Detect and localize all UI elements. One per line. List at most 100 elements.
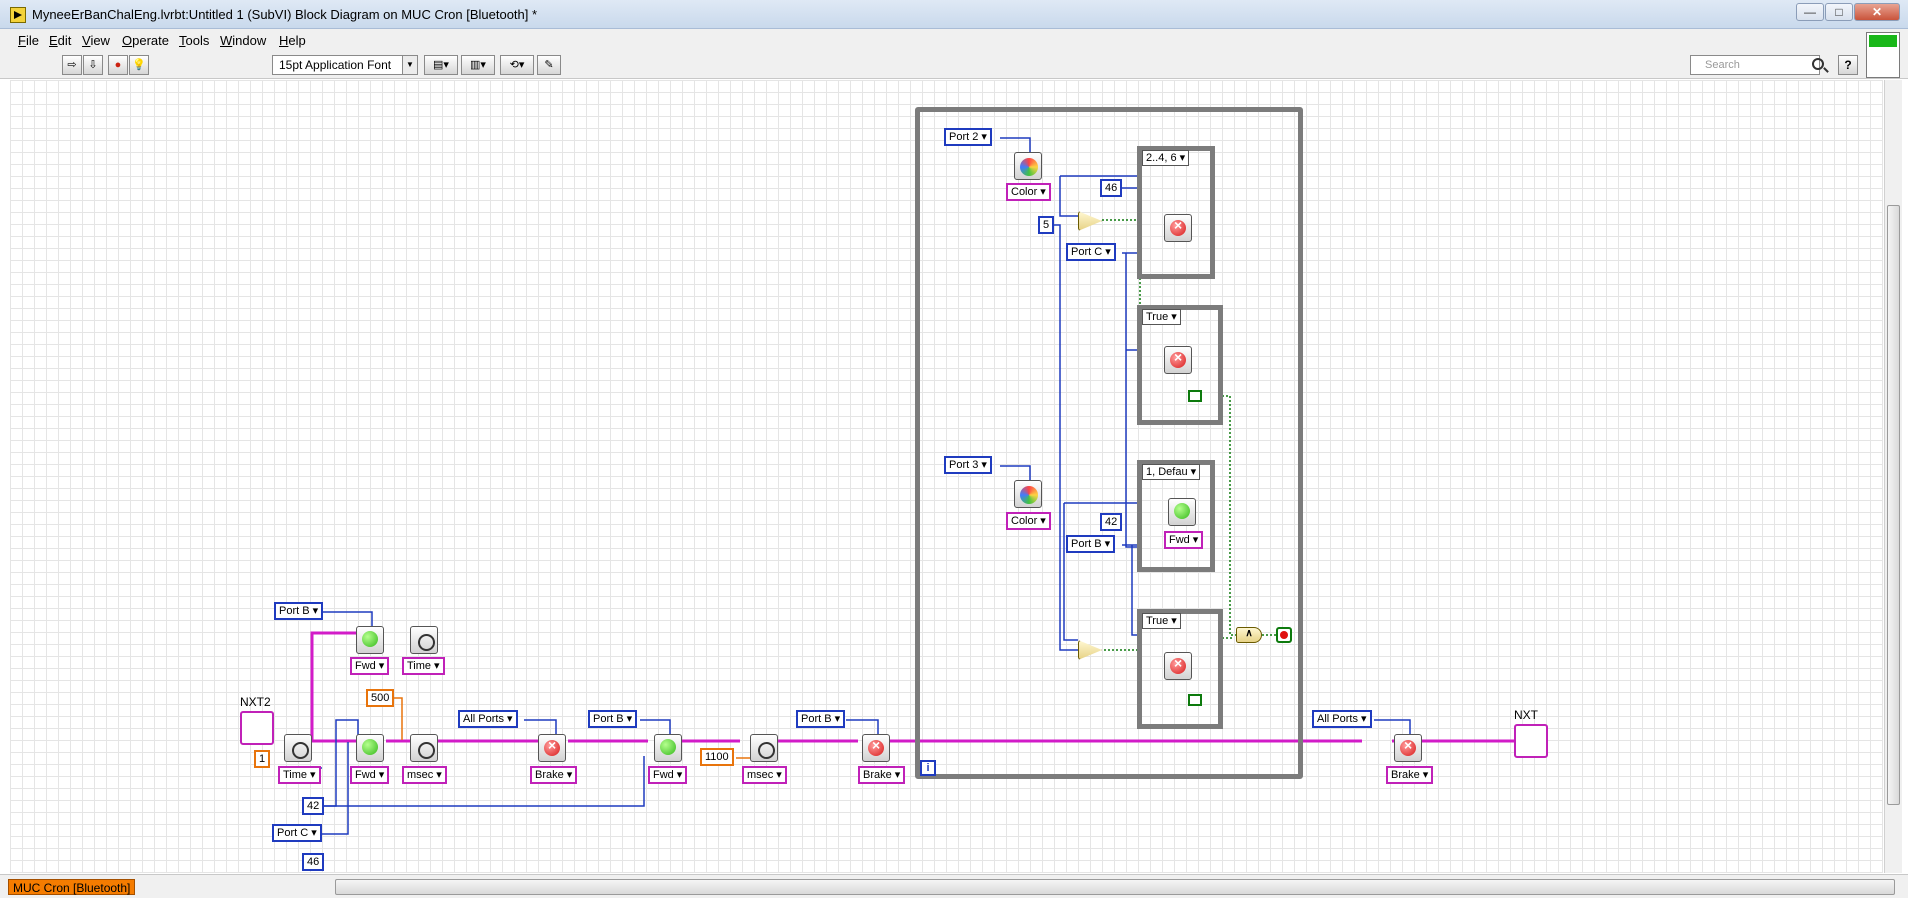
window-title: MyneeErBanChalEng.lvrbt:Untitled 1 (SubV… <box>32 7 538 22</box>
color-sensor-icon-2[interactable] <box>1014 480 1042 508</box>
port-b-enum-3[interactable]: Port B <box>796 710 846 728</box>
wait-time-icon[interactable] <box>410 626 438 654</box>
cleanup-diagram-icon[interactable]: ✎ <box>537 55 561 75</box>
abort-icon[interactable]: ● <box>108 55 128 75</box>
case-structure-2[interactable]: True ▾ <box>1137 305 1223 425</box>
wait-time-icon-2[interactable] <box>284 734 312 762</box>
fwd-mode-1[interactable]: Fwd <box>350 657 390 675</box>
case-selector-2[interactable]: True ▾ <box>1142 309 1181 325</box>
menu-view[interactable]: View <box>82 33 110 48</box>
constant-42-case[interactable]: 42 <box>1100 513 1123 531</box>
case-structure-1[interactable]: 2..4, 6 ▾ <box>1137 146 1215 279</box>
context-help-panel <box>1866 32 1900 78</box>
case-selector-1[interactable]: 2..4, 6 ▾ <box>1142 150 1190 166</box>
fwd-mode-case[interactable]: Fwd <box>1164 531 1204 549</box>
port-3-enum[interactable]: Port 3 <box>944 456 992 474</box>
nxt-label: NXT <box>1514 708 1538 722</box>
chevron-down-icon: ▼ <box>402 56 417 74</box>
brake-mode-1[interactable]: Brake <box>530 766 578 784</box>
horizontal-scrollbar-thumb[interactable] <box>335 879 1895 895</box>
font-select[interactable]: 15pt Application Font ▼ <box>272 55 418 75</box>
horizontal-scrollbar[interactable] <box>140 879 1895 895</box>
reorder-icon[interactable]: ⟲▾ <box>500 55 534 75</box>
port-c-enum[interactable]: Port C <box>272 824 322 842</box>
target-indicator[interactable]: MUC Cron [Bluetooth] <box>8 879 136 895</box>
menu-help[interactable]: Help <box>279 33 306 48</box>
status-bar: MUC Cron [Bluetooth] <box>0 874 1908 898</box>
constant-1[interactable]: 1 <box>254 750 271 768</box>
while-loop[interactable] <box>915 107 1303 779</box>
menu-file[interactable]: File <box>18 33 39 48</box>
close-button[interactable]: ✕ <box>1854 3 1900 21</box>
brake-mode-2[interactable]: Brake <box>858 766 906 784</box>
nxt2-terminal-icon[interactable] <box>240 711 274 745</box>
brake-mode-3[interactable]: Brake <box>1386 766 1434 784</box>
run-arrow-icon[interactable]: ⇨ <box>62 55 82 75</box>
motor-brake-icon-1[interactable] <box>538 734 566 762</box>
case-structure-3[interactable]: 1, Defau ▾ <box>1137 460 1215 572</box>
and-gate-icon[interactable]: ∧ <box>1236 627 1262 643</box>
color-mode-2[interactable]: Color <box>1006 512 1051 530</box>
vertical-scrollbar-thumb[interactable] <box>1887 205 1900 805</box>
vertical-scrollbar[interactable] <box>1884 80 1902 873</box>
fwd-mode-2[interactable]: Fwd <box>350 766 390 784</box>
color-mode-1[interactable]: Color <box>1006 183 1051 201</box>
menu-tools[interactable]: Tools <box>179 33 210 48</box>
constant-1100[interactable]: 1100 <box>700 748 734 766</box>
time-mode-1[interactable]: Time <box>402 657 445 675</box>
title-bar: MyneeErBanChalEng.lvrbt:Untitled 1 (SubV… <box>0 0 1908 29</box>
maximize-button[interactable]: □ <box>1825 3 1853 21</box>
menu-edit[interactable]: Edit <box>49 33 72 48</box>
align-objects-icon[interactable]: ▤▾ <box>424 55 458 75</box>
nxt-terminal-icon[interactable] <box>1514 724 1548 758</box>
case-structure-4[interactable]: True ▾ <box>1137 609 1223 729</box>
wait-msec-icon-1[interactable] <box>410 734 438 762</box>
port-b-enum-2[interactable]: Port B <box>588 710 638 728</box>
loop-stop-condition-icon[interactable] <box>1276 627 1292 643</box>
port-b-case-enum[interactable]: Port B <box>1066 535 1116 553</box>
motor-brake-icon-2[interactable] <box>862 734 890 762</box>
font-select-value: 15pt Application Font <box>279 58 392 72</box>
motor-fwd-icon-1[interactable] <box>356 626 384 654</box>
nxt2-label: NXT2 <box>240 695 271 709</box>
port-b-enum[interactable]: Port B <box>274 602 324 620</box>
motor-brake-case2-icon[interactable] <box>1164 346 1192 374</box>
motor-fwd-case-icon[interactable] <box>1168 498 1196 526</box>
constant-5[interactable]: 5 <box>1038 216 1055 234</box>
menu-operate[interactable]: Operate <box>122 33 169 48</box>
color-sensor-icon-1[interactable] <box>1014 152 1042 180</box>
port-2-enum[interactable]: Port 2 <box>944 128 992 146</box>
menu-bar: File Edit View Operate Tools Window Help <box>0 29 1908 51</box>
all-ports-enum-2[interactable]: All Ports <box>1312 710 1372 728</box>
wait-msec-icon-2[interactable] <box>750 734 778 762</box>
run-continuously-icon[interactable]: ⇩ <box>83 55 103 75</box>
true-constant-icon-2[interactable] <box>1188 694 1202 706</box>
menu-window[interactable]: Window <box>220 33 267 48</box>
minimize-button[interactable]: — <box>1796 3 1824 21</box>
case-selector-3[interactable]: 1, Defau ▾ <box>1142 464 1201 480</box>
search-icon[interactable] <box>1812 58 1824 70</box>
help-button[interactable]: ? <box>1838 55 1858 75</box>
loop-iteration-terminal: i <box>920 760 936 776</box>
constant-500[interactable]: 500 <box>366 689 395 707</box>
msec-mode-2[interactable]: msec <box>742 766 787 784</box>
time-mode-2[interactable]: Time <box>278 766 321 784</box>
motor-brake-case1-icon[interactable] <box>1164 214 1192 242</box>
all-ports-enum-1[interactable]: All Ports <box>458 710 518 728</box>
fwd-mode-3[interactable]: Fwd <box>648 766 688 784</box>
port-c-case-enum[interactable]: Port C <box>1066 243 1116 261</box>
constant-46-case[interactable]: 46 <box>1100 179 1123 197</box>
msec-mode-1[interactable]: msec <box>402 766 447 784</box>
motor-fwd-icon-3[interactable] <box>654 734 682 762</box>
motor-fwd-icon-2[interactable] <box>356 734 384 762</box>
distribute-objects-icon[interactable]: ▥▾ <box>461 55 495 75</box>
case-selector-4[interactable]: True ▾ <box>1142 613 1181 629</box>
motor-brake-case4-icon[interactable] <box>1164 652 1192 680</box>
motor-brake-icon-3[interactable] <box>1394 734 1422 762</box>
true-constant-icon-1[interactable] <box>1188 390 1202 402</box>
search-input[interactable] <box>1690 55 1820 75</box>
constant-42[interactable]: 42 <box>302 797 325 815</box>
highlight-execution-icon[interactable]: 💡 <box>129 55 149 75</box>
constant-46[interactable]: 46 <box>302 853 325 871</box>
labview-app-icon <box>10 7 26 23</box>
